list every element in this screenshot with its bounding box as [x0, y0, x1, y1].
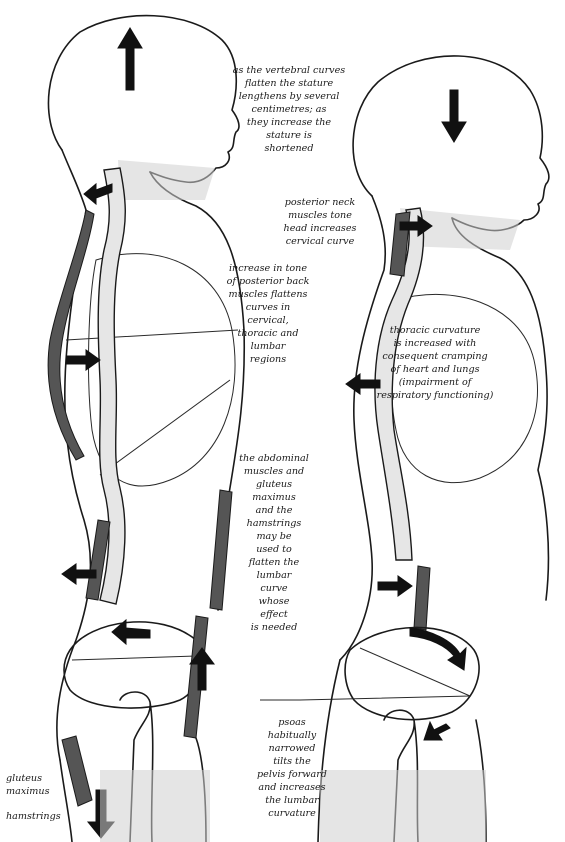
note-abdominal-muscles: the abdominal muscles and gluteus maximu… — [238, 452, 310, 634]
note-posterior-neck: posterior neck muscles tone head increas… — [268, 196, 372, 248]
left-thigh-shading — [100, 770, 210, 842]
note-vertebral-curves: as the vertebral curves flatten the stat… — [226, 64, 352, 155]
note-thoracic-curvature: thoracic curvature is increased with con… — [360, 324, 510, 402]
note-hamstrings: hamstrings — [6, 810, 66, 823]
note-increase-tone: increase in tone of posterior back muscl… — [218, 262, 318, 366]
note-gluteus-maximus: gluteus maximus — [6, 772, 60, 798]
note-psoas: psoas habitually narrowed tilts the pelv… — [246, 716, 338, 820]
right-thigh-shading — [320, 770, 486, 842]
